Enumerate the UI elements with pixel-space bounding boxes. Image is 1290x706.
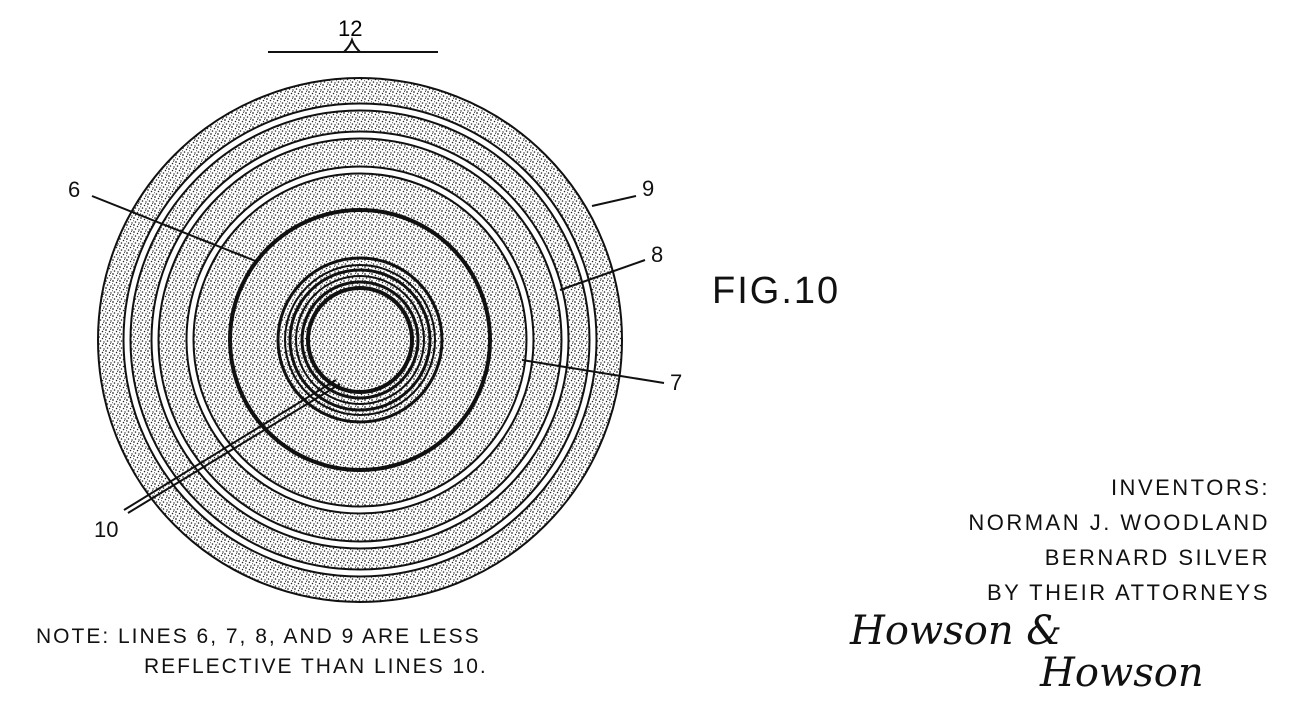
inventor-name-2: BERNARD SILVER bbox=[1044, 545, 1270, 570]
inventors-heading: INVENTORS: bbox=[1110, 475, 1270, 500]
leader-lines bbox=[91, 195, 665, 514]
outer-disk bbox=[97, 77, 623, 603]
callout-12: 12 bbox=[338, 16, 362, 41]
callout-6: 6 bbox=[68, 177, 80, 202]
callout-10: 10 bbox=[94, 517, 118, 542]
callout-9: 9 bbox=[642, 176, 654, 201]
callout-8: 8 bbox=[651, 242, 663, 267]
inventor-name-1: NORMAN J. WOODLAND bbox=[968, 510, 1270, 535]
concentric-target bbox=[97, 77, 623, 603]
signature-line-2: Howson bbox=[1040, 650, 1204, 696]
callout-7: 7 bbox=[670, 370, 682, 395]
attorneys-line: BY THEIR ATTORNEYS bbox=[987, 580, 1270, 605]
callout-labels: 6 9 8 7 10 bbox=[68, 176, 682, 542]
dimension-12: 12 bbox=[268, 16, 438, 53]
inventors-block: INVENTORS: NORMAN J. WOODLAND BERNARD SI… bbox=[968, 470, 1270, 610]
note-line-1: NOTE: LINES 6, 7, 8, AND 9 ARE LESS bbox=[36, 625, 481, 648]
ring-6 bbox=[228, 208, 492, 472]
center-lines-10 bbox=[276, 256, 444, 424]
figure-note: NOTE: LINES 6, 7, 8, AND 9 ARE LESS REFL… bbox=[36, 622, 488, 682]
note-line-2: REFLECTIVE THAN LINES 10. bbox=[144, 655, 488, 678]
signature-line-1: Howson & bbox=[850, 608, 1062, 654]
figure-title: FIG.10 bbox=[712, 270, 841, 312]
